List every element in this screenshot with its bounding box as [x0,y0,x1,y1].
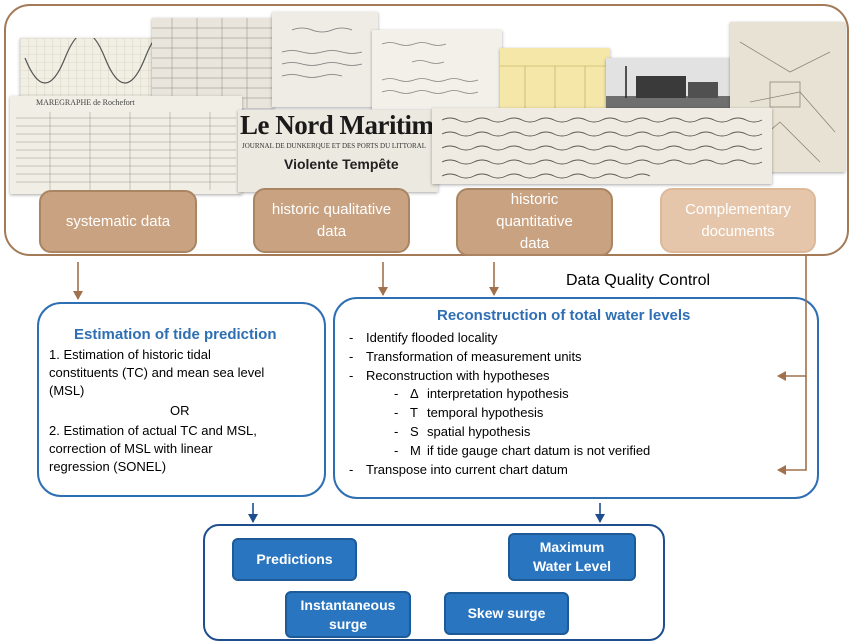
arrow-complementary-to-hypotheses [777,255,807,381]
newspaper-masthead: Le Nord Maritime [240,110,438,140]
bullet-dash: - [394,424,399,439]
handwritten-letter-document [272,12,378,107]
newspaper-subtitle: JOURNAL DE DUNKERQUE ET DES PORTS DU LIT… [242,142,426,150]
tide-prediction-panel [37,302,326,497]
reconstruction-item-final: Transpose into current chart datum [366,462,568,477]
newspaper-headline: Violente Tempête [284,156,399,172]
hypothesis-interpretation: interpretation hypothesis [427,386,569,401]
reconstruction-panel [333,297,819,499]
tide-gauge-ledger-document: MAREGRAPHE de Rochefort [10,96,242,194]
hypothesis-spatial: spatial hypothesis [427,424,531,439]
historic-qualitative-data-box: historic qualitative data [253,188,410,253]
tide-line-7: regression (SONEL) [49,459,167,474]
handwritten-manuscript-document [432,108,772,184]
hypothesis-code-m: M [410,443,421,458]
tide-line-5: 2. Estimation of actual TC and MSL, [49,423,257,438]
outputs-frame [203,524,665,641]
instantaneous-surge-box: Instantaneous surge [285,591,411,638]
tide-or-line: OR [170,403,190,418]
systematic-data-box: systematic data [39,190,197,253]
skew-surge-box: Skew surge [444,592,569,635]
reconstruction-title: Reconstruction of total water levels [437,307,691,324]
tabular-record-document [152,18,274,108]
maximum-water-level-box: Maximum Water Level [508,533,636,581]
historic-sources-frame [4,4,849,256]
bullet-dash: - [349,330,354,345]
hypothesis-code-s: S [410,424,419,439]
tide-prediction-title: Estimation of tide prediction [74,326,277,343]
hypothesis-temporal: temporal hypothesis [427,405,544,420]
hypothesis-code-t: T [410,405,418,420]
ledger-header-text: MAREGRAPHE de Rochefort [36,98,135,107]
historic-quantitative-data-box: historic quantitative data [456,188,613,256]
tide-line-3: (MSL) [49,383,85,398]
bullet-dash: - [349,349,354,364]
bullet-dash: - [349,462,354,477]
handwritten-note-document [372,30,502,110]
tide-line-1: 1. Estimation of historic tidal [49,347,211,362]
bullet-dash: - [349,368,354,383]
bullet-dash: - [394,443,399,458]
data-quality-control-label: Data Quality Control [566,272,711,289]
bullet-dash: - [394,405,399,420]
newspaper-clipping: Le Nord Maritime JOURNAL DE DUNKERQUE ET… [238,110,438,192]
hypothesis-datum: if tide gauge chart datum is not verifie… [427,443,651,458]
predictions-box: Predictions [232,538,357,581]
complementary-documents-box: Complementary documents [660,188,816,253]
tide-line-2: constituents (TC) and mean sea level [49,365,265,380]
hypothesis-code-delta: Δ [410,386,419,401]
reconstruction-item-2: Transformation of measurement units [366,349,582,364]
reconstruction-item-3: Reconstruction with hypotheses [366,368,550,383]
tide-line-6: correction of MSL with linear [49,441,213,456]
reconstruction-item-1: Identify flooded locality [366,330,498,345]
arrow-complementary-to-datum [777,376,807,475]
bullet-dash: - [394,386,399,401]
